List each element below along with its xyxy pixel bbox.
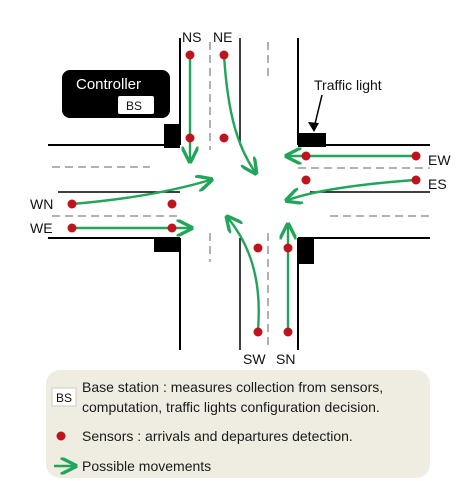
sensor-we-departure [167, 223, 177, 233]
traffic-light-west [154, 238, 180, 252]
sensor-sn-arrival [283, 327, 293, 337]
sensor-sw-arrival [253, 327, 263, 337]
movement-arrow-es [288, 178, 417, 200]
sensors [67, 50, 421, 337]
legend-bs-badge [51, 387, 77, 407]
movement-arrow-sw [228, 218, 260, 331]
sensor-we-arrival [67, 223, 77, 233]
traffic-light-south [298, 238, 314, 264]
traffic-light-label: Traffic light [314, 77, 382, 93]
sensor-ns-arrival [185, 50, 195, 60]
legend-bs-line-2: computation, traffic lights configuratio… [82, 399, 380, 415]
traffic-lights [154, 124, 326, 264]
sensor-ns-departure [185, 133, 195, 143]
legend-sensor-text: Sensors : arrivals and departures detect… [82, 428, 353, 444]
traffic-light-pointer [308, 94, 323, 132]
sensor-es-arrival [411, 175, 421, 185]
label-wn: WN [30, 196, 53, 212]
label-ew: EW [428, 152, 451, 168]
movement-arrow-wn [71, 180, 210, 206]
label-we: WE [30, 220, 53, 236]
sensor-es-departure [301, 175, 311, 185]
sensor-ne-arrival [219, 50, 229, 60]
label-sn: SN [276, 351, 295, 367]
sensor-ne-departure [219, 133, 229, 143]
controller-title: Controller [76, 76, 141, 93]
sensor-sw-departure [253, 243, 263, 253]
legend-movement-text: Possible movements [82, 458, 211, 474]
label-ne: NE [213, 29, 232, 45]
legend-bs-line-1: Base station : measures collection from … [82, 379, 383, 395]
label-es: ES [428, 176, 447, 192]
approach-labels: NS NE EW ES WN WE SW SN [30, 29, 451, 367]
controller-bs-label: BS [126, 99, 142, 113]
lane-dividers [52, 42, 430, 348]
legend-sensor-icon [56, 431, 66, 441]
legend: BS Base station : measures collection fr… [46, 370, 430, 478]
sensor-sn-departure [283, 243, 293, 253]
sensor-ew-arrival [411, 151, 421, 161]
sensor-wn-arrival [67, 199, 77, 209]
sensor-ew-departure [301, 151, 311, 161]
traffic-light-east [298, 133, 326, 147]
legend-background [46, 370, 430, 478]
controller-bs-badge [118, 96, 154, 114]
legend-bs-badge-label: BS [56, 391, 72, 405]
label-sw: SW [243, 351, 266, 367]
sensor-wn-departure [167, 199, 177, 209]
traffic-light-north [164, 124, 180, 148]
label-ns: NS [182, 29, 201, 45]
controller-box: Controller BS [62, 70, 170, 118]
movement-arrow-ne [222, 54, 255, 172]
